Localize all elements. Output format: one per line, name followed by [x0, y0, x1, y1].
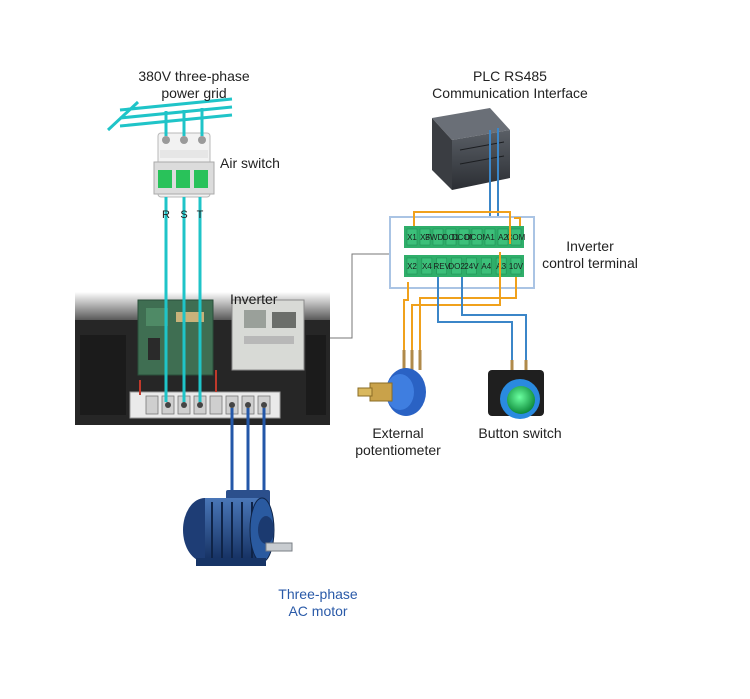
air-switch	[153, 132, 215, 198]
phase-label-s: S	[180, 209, 187, 221]
motor-label-line1: Three-phase	[278, 586, 358, 602]
terminal-slot	[406, 228, 418, 246]
terminal-label: DCOM	[465, 233, 490, 242]
control-terminal-label-line2: control terminal	[542, 255, 638, 271]
terminal-label: 10V	[509, 262, 524, 271]
power-grid-label: 380V three-phase power grid	[124, 68, 264, 102]
motor-wires	[230, 408, 266, 492]
terminal-slot	[497, 228, 509, 246]
button-switch-label: Button switch	[478, 425, 562, 441]
terminal-label: REV	[433, 262, 450, 271]
potentiometer-label-line2: potentiometer	[355, 442, 441, 458]
terminal-label: X3	[420, 233, 430, 242]
terminal-label: A3	[496, 262, 506, 271]
terminal-slot	[458, 228, 470, 246]
terminal-label: COM	[507, 233, 526, 242]
terminal-label: A2	[498, 233, 508, 242]
motor-label-line2: AC motor	[288, 603, 348, 619]
terminal-label: FWD X	[425, 233, 451, 242]
terminal-label: X2	[407, 262, 417, 271]
terminal-slot	[466, 257, 477, 275]
potentiometer	[357, 350, 426, 416]
plc-label-line1: PLC RS485	[473, 68, 547, 84]
phase-labels: R S T	[162, 209, 204, 221]
terminal-slot	[481, 257, 492, 275]
plc-label: PLC RS485 Communication Interface	[420, 68, 600, 102]
plc-label-line2: Communication Interface	[432, 85, 588, 101]
terminal-slot	[432, 228, 444, 246]
terminal-slot	[510, 257, 522, 275]
power-grid-lines	[106, 97, 233, 132]
three-phase-motor	[183, 490, 293, 566]
terminal-slot	[495, 257, 507, 275]
air-switch-label: Air switch	[220, 155, 280, 171]
terminal-slot	[445, 228, 457, 246]
terminal-slot	[436, 257, 447, 275]
control-terminal-label: Inverter control terminal	[530, 238, 650, 272]
terminal-label: 24V	[464, 262, 479, 271]
phase-label-r: R	[162, 209, 170, 221]
potentiometer-label-line1: External	[372, 425, 424, 441]
control-signal-wires	[403, 211, 527, 360]
terminal-label: X1	[407, 233, 417, 242]
terminal-label: DO2	[448, 262, 465, 271]
grid-to-switch-wires	[164, 108, 204, 136]
inverter-cabinet	[75, 292, 330, 425]
terminal-slot	[451, 257, 462, 275]
button-switch	[488, 360, 544, 419]
phase-label-t: T	[197, 209, 204, 221]
control-terminal-label-line1: Inverter	[566, 238, 614, 254]
terminal-label: A4	[481, 262, 491, 271]
terminal-label: DCOM	[452, 233, 477, 242]
motor-label: Three-phase AC motor	[258, 586, 378, 620]
terminal-slot	[419, 228, 431, 246]
terminal-slot	[406, 257, 418, 275]
power-grid-label-line2: power grid	[161, 85, 227, 101]
terminal-label: X4	[422, 262, 432, 271]
plc-device	[432, 108, 510, 190]
terminal-slot	[471, 228, 483, 246]
terminal-connector-line	[330, 253, 390, 339]
potentiometer-label: External potentiometer	[340, 425, 456, 459]
terminal-slot	[484, 228, 496, 246]
terminal-slot	[421, 257, 433, 275]
inverter-label: Inverter	[230, 291, 278, 307]
switch-to-inverter-wires	[164, 197, 202, 402]
terminal-label: DO1	[443, 233, 460, 242]
power-grid-label-line1: 380V three-phase	[138, 68, 250, 84]
terminal-label: A1	[485, 233, 495, 242]
